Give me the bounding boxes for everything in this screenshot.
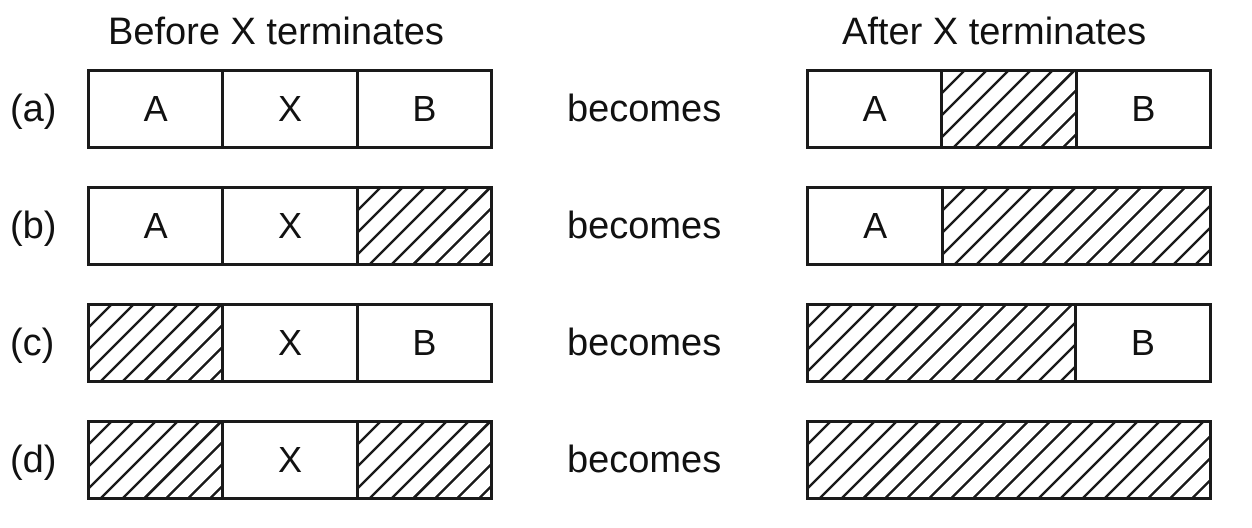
row-label: (b) [10,205,57,247]
process-segment: B [1073,306,1209,380]
process-segment: A [90,72,222,146]
process-segment: X [221,306,356,380]
hole-segment [355,423,490,497]
row-label: (a) [10,88,57,130]
process-segment: X [221,72,356,146]
becomes-label: becomes [567,322,722,364]
process-segment: X [221,423,356,497]
memory-strip-after: B [806,303,1212,383]
hole-segment [940,72,1075,146]
process-segment: B [1074,72,1209,146]
hole-segment [809,306,1074,380]
after-header: After X terminates [842,11,1147,53]
process-segment: B [355,306,490,380]
process-segment: A [809,72,941,146]
hole-segment [941,189,1209,263]
hole-segment [90,306,222,380]
hole-segment [90,423,222,497]
process-segment: A [809,189,942,263]
process-segment: X [221,189,356,263]
becomes-label: becomes [567,205,722,247]
process-segment: B [355,72,490,146]
hole-segment [355,189,490,263]
process-segment: A [90,189,222,263]
memory-strip-after: A [806,186,1212,266]
becomes-label: becomes [567,88,722,130]
row-label: (c) [10,322,55,364]
before-header: Before X terminates [108,11,444,53]
hole-segment [809,423,1209,497]
memory-strip-after [806,420,1212,500]
memory-strip-before: X [87,420,493,500]
becomes-label: becomes [567,439,722,481]
row-label: (d) [10,439,57,481]
